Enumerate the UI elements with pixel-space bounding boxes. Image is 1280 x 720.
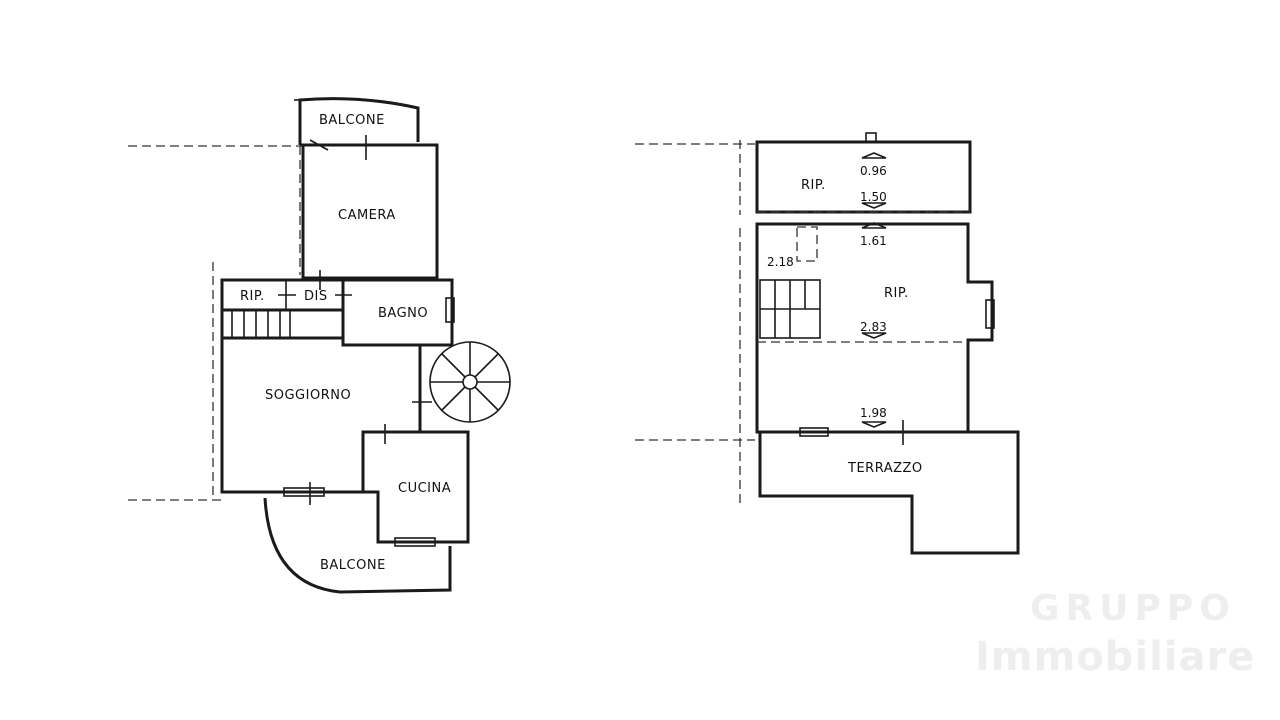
spiral-stair: [429, 341, 511, 423]
height-label: 2.83: [860, 320, 887, 334]
left-floor-plan: BALCONE CAMERA RIP. DIS BAGNO SOGGIORNO …: [128, 97, 511, 594]
bagno-walls: [341, 278, 454, 347]
terrazzo-walls: [757, 430, 1020, 555]
window-mark: [283, 487, 325, 497]
room-label-rip-upper: RIP.: [801, 178, 826, 193]
room-label-balcone-bottom: BALCONE: [320, 558, 386, 573]
height-label: 1.50: [860, 190, 887, 204]
room-label-rip: RIP.: [240, 289, 265, 304]
height-label: 1.98: [860, 406, 887, 420]
stair-right: [759, 279, 821, 339]
room-label-terrazzo: TERRAZZO: [847, 461, 923, 476]
room-label-balcone-top: BALCONE: [319, 113, 385, 128]
room-label-dis: DIS: [304, 289, 328, 304]
right-floor-plan: RIP. RIP. TERRAZZO 0.96 1.50 1.61 2.18 2…: [635, 132, 1020, 555]
window-mark: [394, 537, 436, 547]
cucina-walls: [361, 430, 470, 544]
height-label: 2.18: [767, 255, 794, 269]
room-label-camera: CAMERA: [338, 208, 396, 223]
chimney-mark: [865, 132, 877, 143]
room-label-cucina: CUCINA: [398, 481, 451, 496]
top-balcony-outline: [298, 97, 420, 145]
stair-left: [231, 309, 291, 339]
watermark-logo: GRUPPO Immobiliare: [975, 588, 1255, 680]
dashed-outline: [796, 226, 818, 262]
room-label-rip-main: RIP.: [884, 286, 909, 301]
room-label-soggiorno: SOGGIORNO: [265, 388, 351, 403]
window-mark: [985, 299, 995, 329]
height-label: 0.96: [860, 164, 887, 178]
height-markers: [861, 152, 887, 428]
room-label-bagno: BAGNO: [378, 306, 428, 321]
height-label: 1.61: [860, 234, 887, 248]
window-mark: [799, 427, 829, 437]
watermark-line1: GRUPPO: [1030, 588, 1236, 629]
watermark-line2: Immobiliare: [975, 634, 1255, 680]
camera-walls: [300, 143, 439, 280]
door-mark: [309, 139, 329, 151]
window-mark: [445, 297, 455, 323]
bottom-balcony-outline: [263, 497, 452, 594]
